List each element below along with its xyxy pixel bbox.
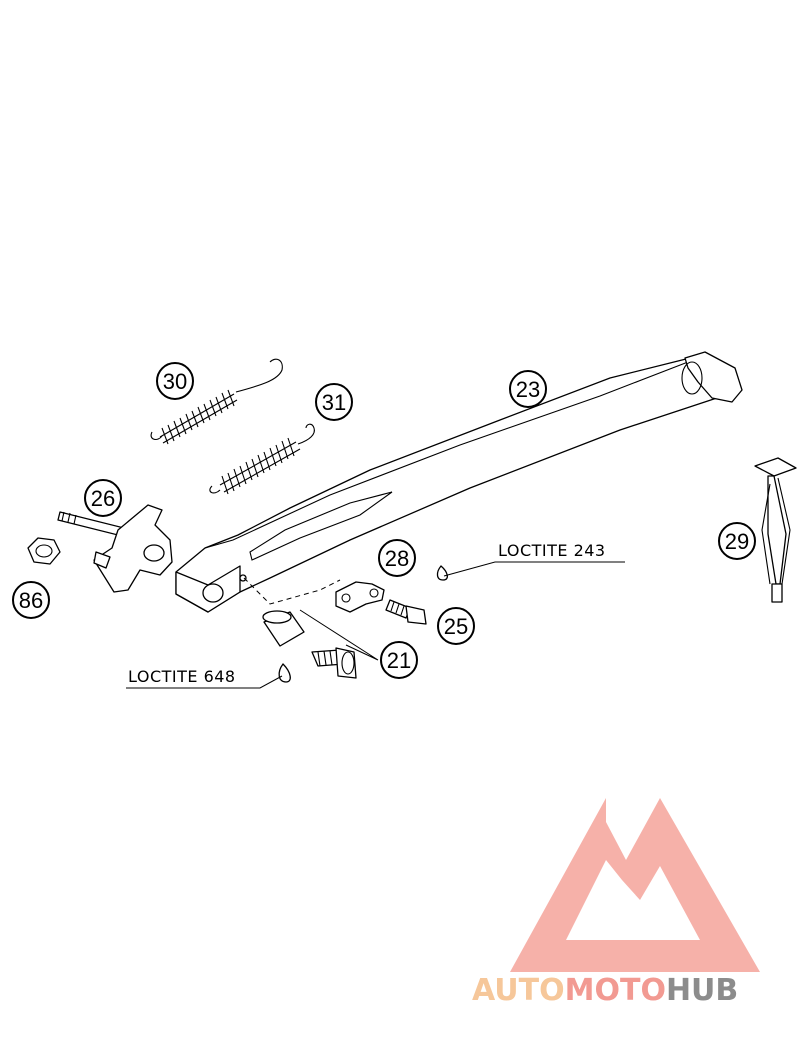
callout-28: 28: [378, 539, 416, 577]
callout-21: 21: [380, 641, 418, 679]
loctite-243-drop: [436, 565, 448, 581]
svg-text:86: 86: [19, 588, 43, 613]
loctite-648-drop: [278, 663, 291, 683]
spring-30: [150, 358, 283, 445]
svg-text:28: 28: [385, 546, 409, 571]
bracket-26: [57, 504, 173, 593]
watermark-logo: [510, 798, 760, 972]
svg-text:26: 26: [91, 486, 115, 511]
side-stand-leg: [175, 351, 743, 613]
note-loctite-648: LOCTITE 648: [128, 667, 236, 686]
bushing-21: [262, 610, 305, 647]
callout-25: 25: [437, 607, 475, 645]
brand-auto: AUTO: [472, 973, 565, 1008]
svg-text:23: 23: [516, 377, 540, 402]
callout-86: 86: [12, 581, 50, 619]
brand-hub: HUB: [666, 973, 738, 1008]
leader-21: [299, 609, 379, 661]
svg-text:AUTOMOTOHUB: AUTOMOTOHUB: [472, 973, 738, 1008]
watermark-brand: AUTOMOTOHUB: [472, 973, 738, 1008]
brand-moto: MOTO: [565, 973, 666, 1008]
callout-26: 26: [84, 479, 122, 517]
leader-loctite-243: [443, 561, 625, 577]
svg-text:30: 30: [163, 369, 187, 394]
nut-86: [27, 537, 61, 565]
svg-text:25: 25: [444, 614, 468, 639]
svg-text:31: 31: [322, 390, 346, 415]
callout-30: 30: [156, 362, 194, 400]
callout-31: 31: [315, 383, 353, 421]
callout-23: 23: [509, 370, 547, 408]
spring-31: [209, 423, 315, 495]
assembly-line-a: [243, 577, 341, 605]
callout-29: 29: [718, 522, 756, 560]
svg-text:29: 29: [725, 529, 749, 554]
leader-loctite-648: [126, 675, 283, 689]
bolt-21: [311, 647, 357, 679]
bolt-25: [385, 599, 427, 625]
plate-28: [335, 581, 385, 613]
note-loctite-243: LOCTITE 243: [498, 541, 606, 560]
tool-29: [754, 457, 797, 603]
svg-text:21: 21: [387, 648, 411, 673]
